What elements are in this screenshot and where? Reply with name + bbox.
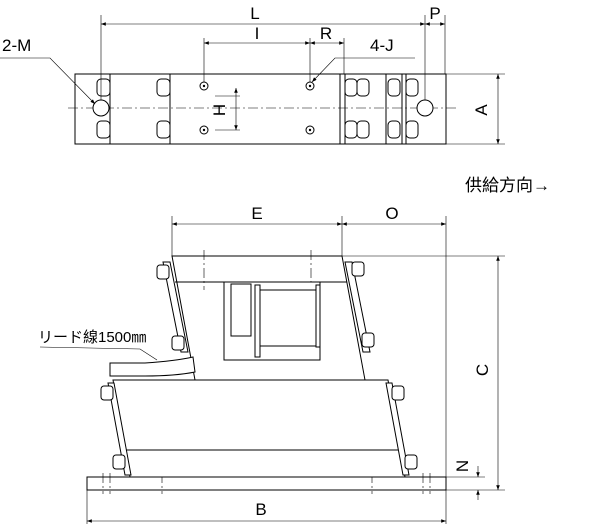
spring-bolts [100, 261, 418, 470]
dim-A-label: A [472, 104, 491, 116]
feed-direction-label: 供給方向→ [465, 176, 550, 195]
dim-P-label: P [429, 4, 440, 23]
dim-E-label: E [251, 204, 262, 223]
dim-I-label: I [255, 24, 260, 43]
dim-H-label: H [210, 104, 229, 116]
dim-O-label: O [385, 204, 398, 223]
coil [259, 289, 317, 347]
mount-hole [416, 99, 434, 117]
base-plate [86, 476, 447, 491]
front-view: リード線1500㎜ E O B C N [38, 204, 505, 524]
dim-B-label: B [255, 500, 266, 519]
dim-L-label: L [250, 4, 259, 23]
dim-C-label: C [473, 364, 492, 376]
top-view-body [74, 73, 447, 145]
leaf-springs [107, 261, 410, 476]
lead-wire-label: リード線1500㎜ [38, 329, 146, 346]
tapped-holes-label: 4-J [370, 36, 394, 55]
dim-R-label: R [320, 24, 332, 43]
mount-holes-label: 2-M [2, 36, 31, 55]
lower-body [112, 379, 406, 478]
mount-hole [92, 99, 110, 117]
top-view: L P I R H A 2-M 4-J [0, 4, 505, 145]
dim-N-label: N [453, 460, 472, 472]
lead-wire [109, 356, 196, 377]
rollers [96, 78, 419, 139]
